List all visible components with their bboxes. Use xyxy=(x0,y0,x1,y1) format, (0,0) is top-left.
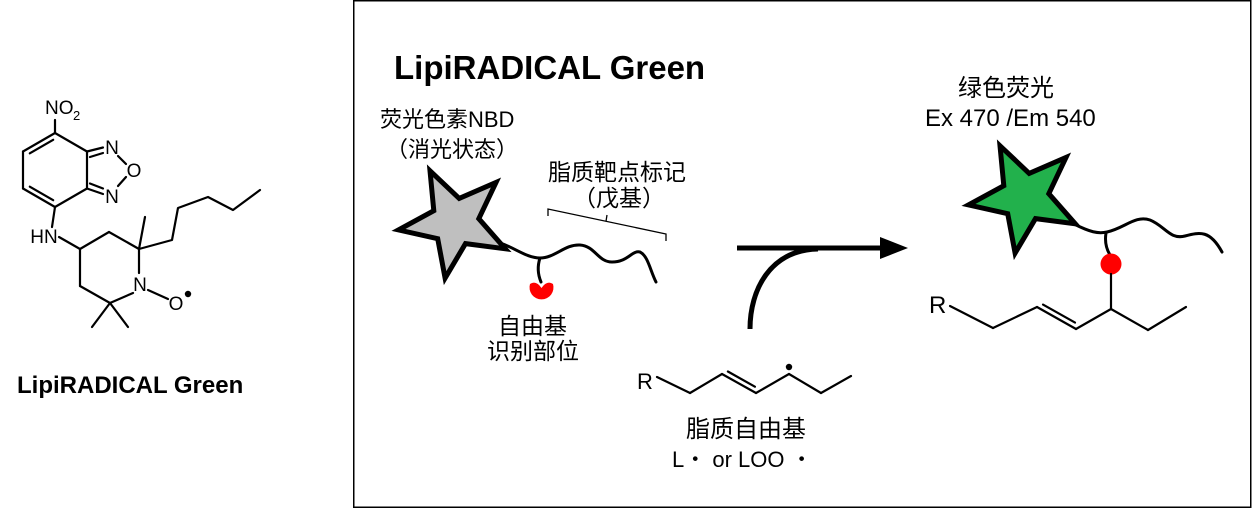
lipid-bond-2 xyxy=(688,372,724,395)
double-bond-n3-c7a xyxy=(88,182,105,190)
product-bond-2 xyxy=(991,305,1039,330)
reaction-arrow-head-icon xyxy=(880,237,908,259)
bound-radical-site-icon xyxy=(1100,253,1122,275)
probe-lipid-chain xyxy=(501,242,658,284)
lipid-radical: R 脂质自由基 L・ or LOO ・ xyxy=(637,363,853,472)
target-bracket-tick xyxy=(605,214,608,222)
product-bond-4 xyxy=(1074,307,1113,331)
double-bond-c3a-n1 xyxy=(88,151,105,159)
atom-nitro-label: NO xyxy=(45,98,74,119)
product-fluorescent: 绿色荧光 Ex 470 /Em 540 R xyxy=(925,75,1224,332)
lipid-bond-6 xyxy=(819,374,853,395)
atom-nitroxide-o: O xyxy=(169,294,184,315)
target-label: 脂质靶点标记 xyxy=(548,159,686,185)
product-bond-6 xyxy=(1146,305,1188,332)
target-bracket xyxy=(547,208,667,241)
bond-n1-o xyxy=(116,154,128,166)
radical-recognition-site-icon xyxy=(529,282,554,300)
scheme-title: LipiRADICAL Green xyxy=(394,49,705,86)
product-bond-5 xyxy=(1109,307,1150,332)
atom-nitro-subscript: 2 xyxy=(73,108,80,123)
bond-pip-c4-c3 xyxy=(78,230,111,251)
product-double-bond xyxy=(1041,303,1077,324)
product-bond-1 xyxy=(948,304,995,330)
probe-quenched: 荧光色素NBD （消光状态） 脂质靶点标记 （戊基） 自由基 识别部位 xyxy=(380,107,686,364)
quenched-star-icon xyxy=(391,164,512,286)
bond-nh-c4pip xyxy=(57,235,82,251)
bond-n-o-nitroxide xyxy=(146,288,170,301)
fluorescent-star-icon xyxy=(961,139,1082,261)
bond-c2-methyl xyxy=(137,215,147,251)
recognition-site-label-line1: 自由基 xyxy=(498,313,567,339)
double-bond-c4-c5 xyxy=(28,138,55,155)
atom-furazan-o: O xyxy=(127,161,142,182)
fluorophore-label: 荧光色素NBD xyxy=(380,107,514,132)
lipid-radical-r-group: R xyxy=(637,369,653,394)
bond-c6-methyl-b xyxy=(108,301,130,329)
fluorescence-label: 绿色荧光 xyxy=(958,75,1054,102)
pentyl-chain xyxy=(137,188,262,251)
atom-furazan-n1: N xyxy=(105,138,119,159)
bond-c3a-n1 xyxy=(85,146,105,153)
lipid-radical-name: 脂质自由基 xyxy=(686,416,806,443)
bond-c5-c4 xyxy=(21,131,57,153)
bond-c7-c6 xyxy=(21,187,57,209)
probe-recognition-stub xyxy=(536,256,543,284)
reaction-arrow xyxy=(737,237,908,330)
bond-o-n3 xyxy=(116,175,128,188)
product-lipid-chain xyxy=(1072,217,1224,254)
structure-bonds xyxy=(21,118,262,329)
lipid-bond-3 xyxy=(720,372,758,395)
bond-n3-c7a xyxy=(85,187,105,196)
product-bonds xyxy=(948,272,1188,332)
atom-furazan-n3: N xyxy=(105,187,119,208)
lipid-bond-1 xyxy=(655,375,692,395)
bond-pip-c3-c2 xyxy=(107,230,141,251)
lipid-bond-4 xyxy=(754,372,791,395)
bond-c4-c3a xyxy=(53,131,89,153)
lipid-double-bond xyxy=(726,370,757,388)
lipid-bond-5 xyxy=(787,372,823,395)
scheme-frame xyxy=(353,0,1252,508)
atom-piperidine-n: N xyxy=(133,275,147,296)
bond-c6-methyl-a xyxy=(90,301,112,329)
target-group-label: （戊基） xyxy=(573,185,665,211)
bond-c7a-c7 xyxy=(53,187,89,209)
structure-caption: LipiRADICAL Green xyxy=(17,372,243,399)
product-bond-3 xyxy=(1035,305,1078,331)
bond-pip-n-c6 xyxy=(108,291,135,305)
lipid-radical-bonds xyxy=(655,370,853,395)
product-recognition-stub xyxy=(1104,231,1112,257)
product-r-group: R xyxy=(929,292,946,319)
atom-amine-hn: HN xyxy=(30,227,57,248)
reaction-arrow-curve xyxy=(747,246,819,330)
double-bond-c6-c7 xyxy=(28,185,55,202)
fluorophore-state-label: （消光状态） xyxy=(386,137,518,162)
nitroxide-radical-dot xyxy=(184,290,192,298)
lipiradical-green-structure: NO 2 N O N HN N O LipiRADICAL Green xyxy=(17,98,262,399)
recognition-site-label-line2: 识别部位 xyxy=(487,338,579,364)
bond-c7-nh xyxy=(50,205,57,229)
lipid-radical-formula: L・ or LOO ・ xyxy=(672,447,813,472)
target-bracket-line xyxy=(547,208,667,241)
bond-pip-c6-c5 xyxy=(78,284,112,305)
fluorescence-wavelengths: Ex 470 /Em 540 xyxy=(925,105,1096,132)
lipid-radical-dot xyxy=(785,363,793,371)
